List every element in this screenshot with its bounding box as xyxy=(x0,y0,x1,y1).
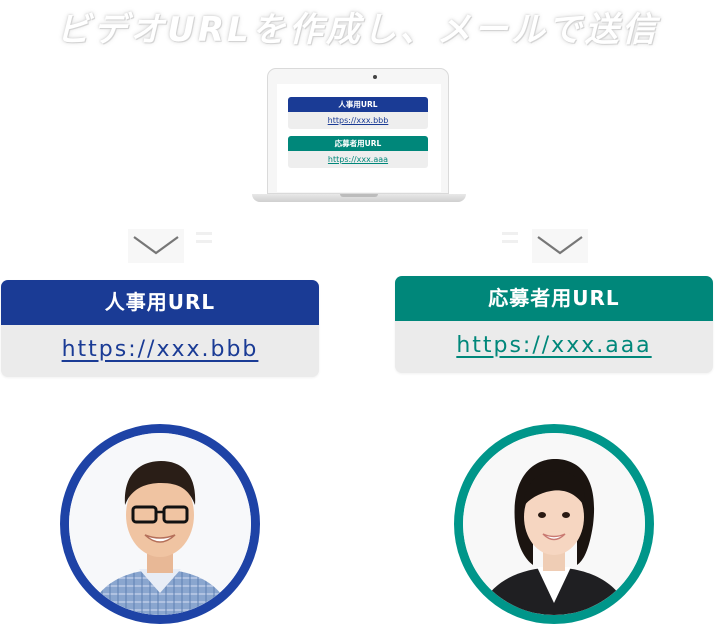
applicant-person-avatar xyxy=(454,424,654,624)
mini-hr-url[interactable]: https://xxx.bbb xyxy=(327,116,389,125)
laptop-notch xyxy=(340,194,378,197)
mini-applicant-label: 応募者用URL xyxy=(288,136,428,151)
divider-dash xyxy=(502,240,518,243)
laptop-screen: 人事用URL https://xxx.bbb 応募者用URL https://x… xyxy=(277,84,441,192)
applicant-url-label: 応募者用URL xyxy=(395,276,713,321)
mini-hr-label: 人事用URL xyxy=(288,97,428,112)
laptop-icon: 人事用URL https://xxx.bbb 応募者用URL https://x… xyxy=(250,66,468,206)
mini-applicant-card: 応募者用URL https://xxx.aaa xyxy=(288,136,428,168)
mini-hr-card: 人事用URL https://xxx.bbb xyxy=(288,97,428,129)
applicant-url-card: 応募者用URL https://xxx.aaa xyxy=(395,276,713,373)
chevron-down-icon xyxy=(128,229,184,263)
laptop-base xyxy=(252,194,466,202)
hr-url-card: 人事用URL https://xxx.bbb xyxy=(1,280,319,377)
chevron-down-icon xyxy=(532,229,588,263)
hr-url-label: 人事用URL xyxy=(1,280,319,325)
divider-dash xyxy=(502,232,518,235)
hr-person-avatar xyxy=(60,424,260,624)
camera-dot xyxy=(373,75,377,79)
diagram-title: ビデオURLを作成し、メールで送信 xyxy=(56,10,659,50)
divider-dash xyxy=(196,232,212,235)
hr-url-link[interactable]: https://xxx.bbb xyxy=(61,337,259,362)
mini-applicant-url[interactable]: https://xxx.aaa xyxy=(327,155,389,164)
divider-dash xyxy=(196,240,212,243)
applicant-url-link[interactable]: https://xxx.aaa xyxy=(456,333,652,358)
